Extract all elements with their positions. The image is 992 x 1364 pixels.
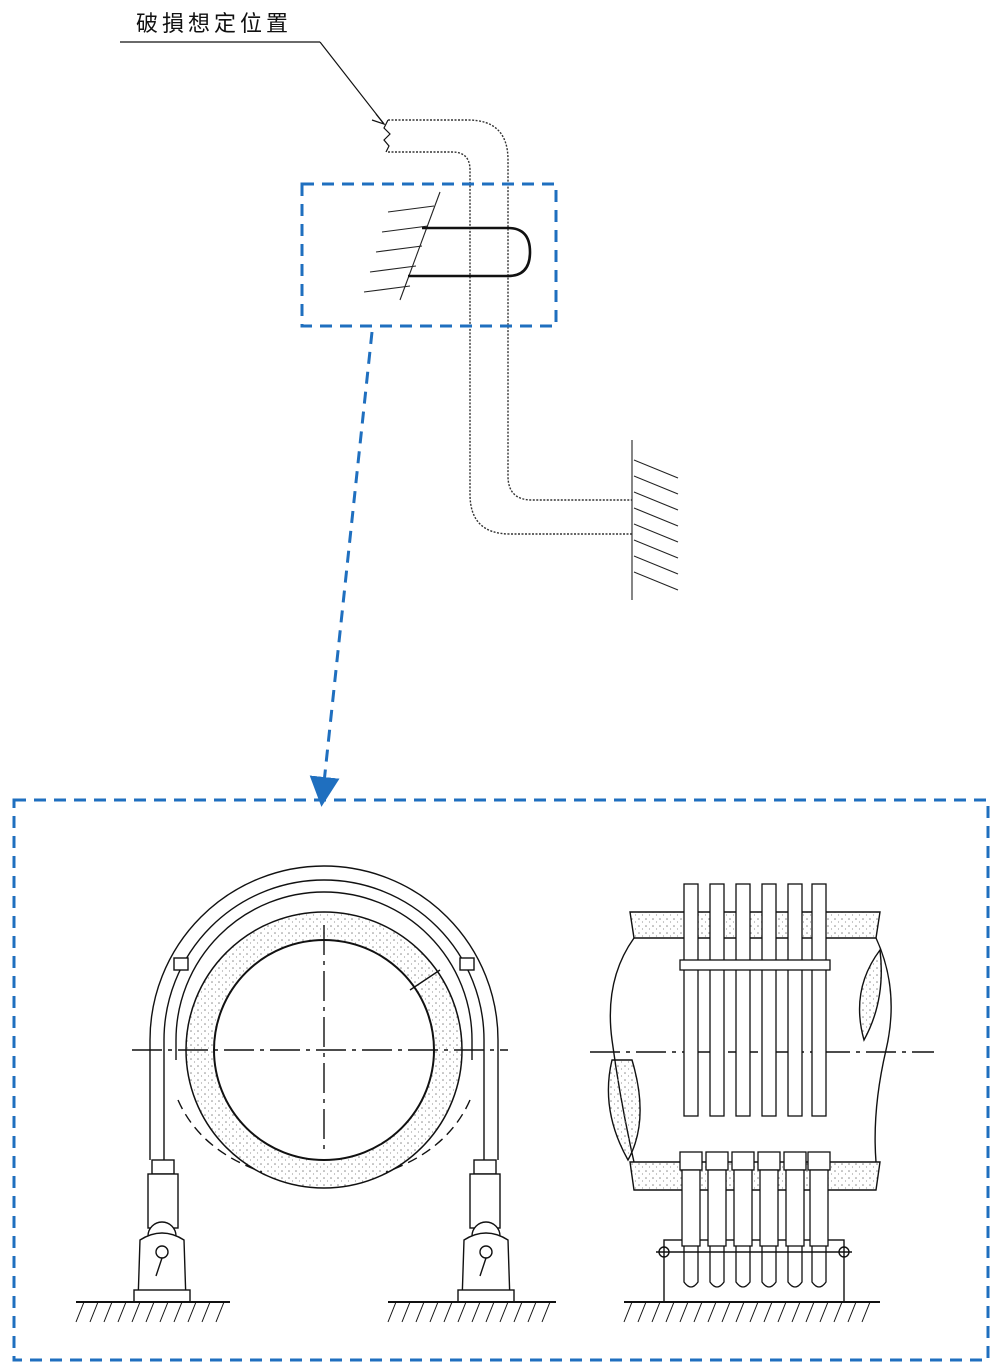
pipe-whip-restraint xyxy=(408,226,532,278)
u-bolt-rods xyxy=(679,883,831,1288)
pipe-routing xyxy=(388,119,632,535)
hatched-wall-anchor-right xyxy=(631,440,679,600)
ground-hatch-left xyxy=(75,1301,551,1323)
break-location-label: 破損想定位置 xyxy=(136,12,293,37)
zoom-arrow xyxy=(309,331,374,807)
u-bolt-restraint-end-view xyxy=(76,865,556,1303)
break-point-marker xyxy=(383,119,391,153)
highlight-box xyxy=(300,182,558,328)
leader-line xyxy=(120,41,386,126)
hatched-wall-anchor-left xyxy=(363,191,441,301)
detail-box xyxy=(12,798,990,1362)
ground-hatch-right xyxy=(623,1301,871,1323)
